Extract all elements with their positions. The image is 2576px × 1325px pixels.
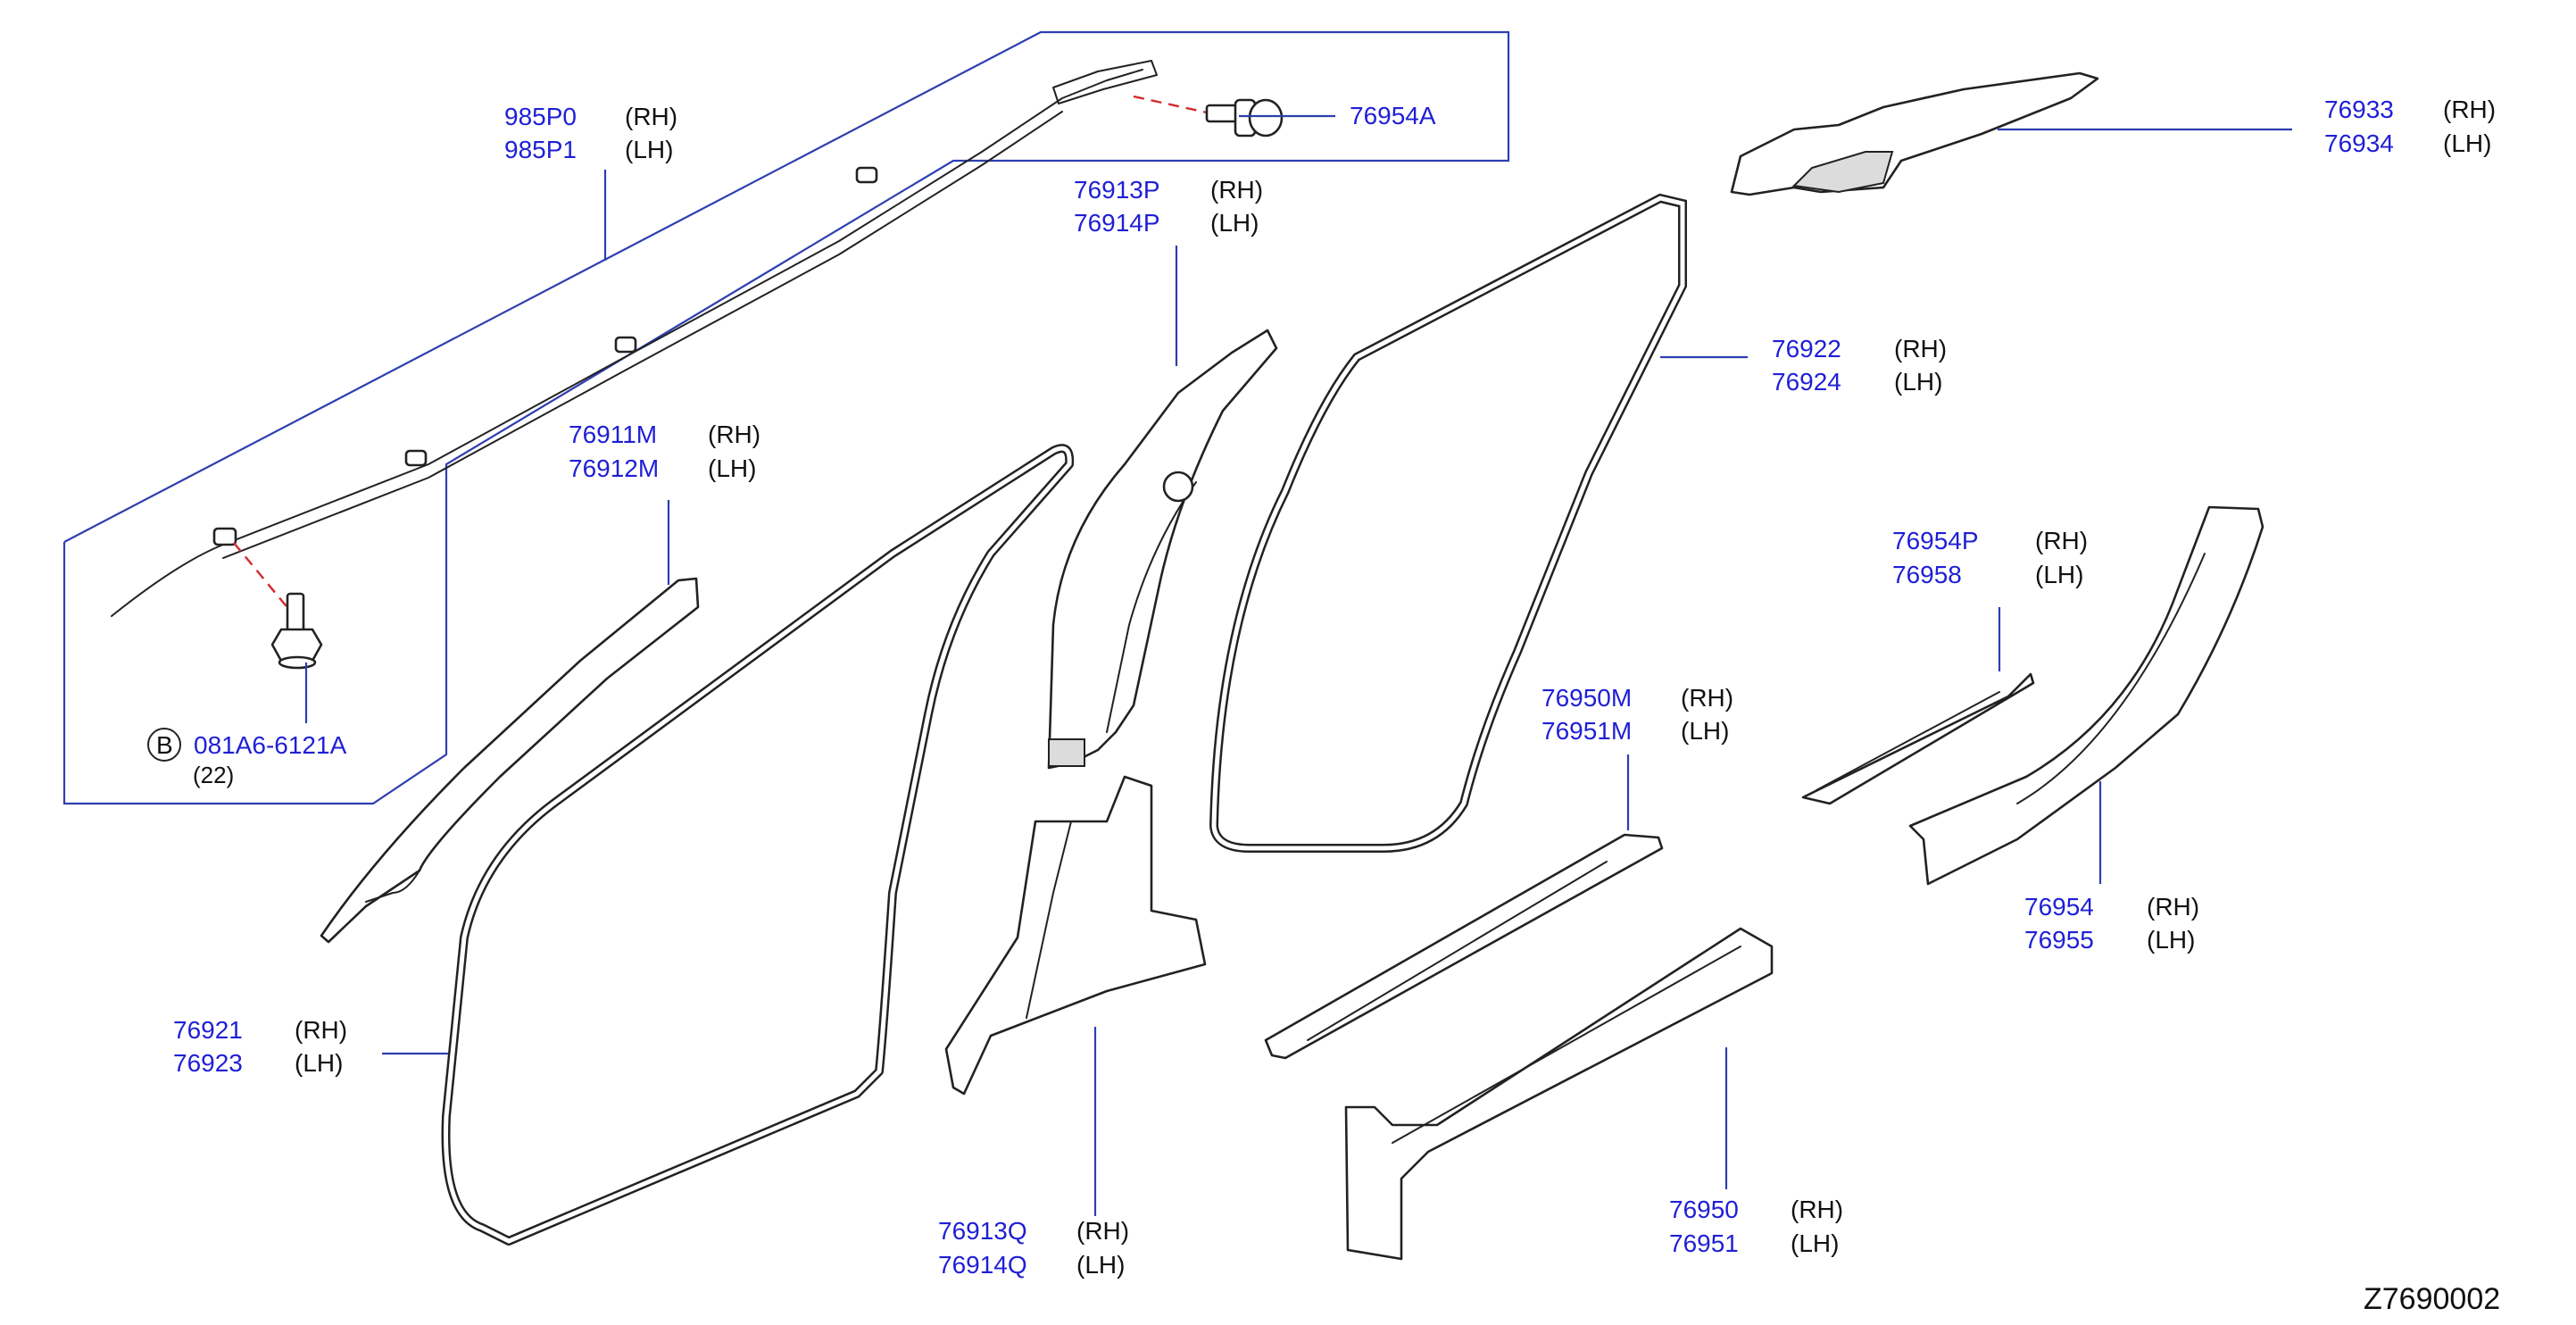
airbag-clip-1: [212, 527, 237, 546]
part-number-76914Q: 76914Q: [938, 1251, 1027, 1279]
callout-rear-kick-plate: 76954P (RH) 76958 (LH): [1892, 527, 2088, 588]
seatbelt-anchor: [1162, 471, 1194, 503]
side-lh: (LH): [625, 136, 673, 163]
side-rh: (RH): [1894, 335, 1947, 362]
rear-sill-seam: [2016, 553, 2206, 804]
callout-airbag: 985P0 (RH) 985P1 (LH): [504, 103, 677, 163]
side-rh: (RH): [708, 421, 760, 448]
diagram-code: Z7690002: [2364, 1282, 2500, 1316]
airbag-group: [62, 30, 1510, 805]
callout-clip: 76954A: [1350, 102, 1436, 129]
part-number-76921: 76921: [173, 1016, 243, 1044]
side-lh: (LH): [2147, 926, 2195, 954]
rear-door-weatherstrip-inner: [1211, 196, 1685, 851]
callout-bolt: B 081A6-6121A (22): [147, 728, 347, 788]
front-door-weatherstrip-inner: [444, 446, 1072, 1244]
callout-rear-weatherstrip: 76922 (RH) 76924 (LH): [1772, 335, 1947, 396]
side-lh: (LH): [2035, 561, 2083, 588]
rear-door-weatherstrip: [1209, 193, 1687, 853]
callout-rear-pillar-upper: 76933 (RH) 76934 (LH): [2324, 96, 2496, 157]
part-number-985P0: 985P0: [504, 103, 577, 130]
part-number-76924: 76924: [1772, 368, 1841, 396]
rear-pillar-upper-garnish: [1730, 71, 2099, 196]
callout-bpillar-upper: 76913P (RH) 76914P (LH): [1074, 176, 1263, 237]
airbag-inflator: [1052, 60, 1158, 104]
side-lh: (LH): [708, 454, 756, 482]
part-number-76954P: 76954P: [1892, 527, 1979, 554]
callout-front-weatherstrip: 76921 (RH) 76923 (LH): [173, 1016, 347, 1077]
bolt-quantity: (22): [193, 762, 234, 788]
part-number-76913Q: 76913Q: [938, 1217, 1027, 1245]
callout-front-pillar: 76911M (RH) 76912M (LH): [569, 421, 760, 482]
side-lh: (LH): [295, 1049, 343, 1077]
side-rh: (RH): [295, 1016, 347, 1044]
side-rh: (RH): [1681, 684, 1733, 712]
front-sill-trim: [1344, 927, 1774, 1261]
side-rh: (RH): [2147, 893, 2199, 921]
part-number-081A6-6121A: 081A6-6121A: [194, 731, 347, 759]
front-pillar-garnish-edge: [365, 870, 420, 903]
part-number-76922: 76922: [1772, 335, 1841, 362]
bolt-badge: B: [156, 731, 173, 759]
part-number-76958: 76958: [1892, 561, 1962, 588]
rear-sill-trim: [1908, 505, 2264, 886]
front-pillar-garnish: [320, 577, 700, 944]
callout-front-sill: 76950 (RH) 76951 (LH): [1669, 1196, 1843, 1257]
bolt-icon: [270, 592, 323, 670]
curtain-airbag-edge: [222, 111, 1063, 559]
b-pillar-lower-seam: [1026, 821, 1072, 1019]
part-number-76954A: 76954A: [1350, 102, 1436, 129]
clip-dash-line: [1133, 95, 1208, 114]
bolt-dash-line: [233, 542, 295, 617]
side-rh: (RH): [1076, 1217, 1129, 1245]
side-lh: (LH): [1076, 1251, 1125, 1279]
side-lh: (LH): [1681, 717, 1729, 745]
rear-kick-plate-groove: [1816, 691, 2000, 791]
front-kick-plate-groove: [1307, 861, 1608, 1041]
rear-kick-plate: [1801, 672, 2035, 805]
side-rh: (RH): [2035, 527, 2088, 554]
airbag-clip-3: [614, 336, 637, 354]
part-number-76951: 76951: [1669, 1229, 1739, 1257]
part-number-76914P: 76914P: [1074, 209, 1160, 237]
front-sill-seam: [1392, 946, 1741, 1144]
part-number-76951M: 76951M: [1541, 717, 1632, 745]
side-lh: (LH): [1791, 1229, 1839, 1257]
leader-lines: [304, 114, 2292, 1216]
part-number-76950M: 76950M: [1541, 684, 1632, 712]
airbag-group-frame: [62, 30, 1510, 805]
rear-pillar-upper-pad: [1791, 151, 1894, 194]
curtain-airbag: [111, 69, 1143, 617]
callout-bpillar-lower: 76913Q (RH) 76914Q (LH): [938, 1217, 1129, 1279]
front-door-weatherstrip: [441, 444, 1075, 1246]
airbag-clip-2: [404, 449, 428, 467]
b-pillar-upper-base: [1048, 738, 1085, 767]
part-number-985P1: 985P1: [504, 136, 577, 163]
bolt-badge-circle: [147, 728, 181, 762]
part-number-76934: 76934: [2324, 129, 2394, 157]
side-rh: (RH): [625, 103, 677, 130]
side-rh: (RH): [1210, 176, 1263, 204]
part-number-76911M: 76911M: [569, 421, 657, 448]
clip-icon: [1205, 98, 1284, 138]
side-lh: (LH): [1894, 368, 1942, 396]
part-number-76923: 76923: [173, 1049, 243, 1077]
side-rh: (RH): [1791, 1196, 1843, 1223]
b-pillar-upper-garnish: [1047, 329, 1278, 770]
callout-rear-sill: 76954 (RH) 76955 (LH): [2024, 893, 2199, 954]
part-number-76954: 76954: [2024, 893, 2094, 921]
airbag-clip-4: [855, 166, 878, 184]
part-number-76933: 76933: [2324, 96, 2394, 123]
part-number-76912M: 76912M: [569, 454, 659, 482]
part-number-76913P: 76913P: [1074, 176, 1160, 204]
part-number-76950: 76950: [1669, 1196, 1739, 1223]
side-lh: (LH): [2443, 129, 2491, 157]
part-number-76955: 76955: [2024, 926, 2094, 954]
side-lh: (LH): [1210, 209, 1259, 237]
callout-front-kick-plate: 76950M (RH) 76951M (LH): [1541, 684, 1733, 745]
side-rh: (RH): [2443, 96, 2496, 123]
b-pillar-lower-garnish: [944, 775, 1207, 1096]
